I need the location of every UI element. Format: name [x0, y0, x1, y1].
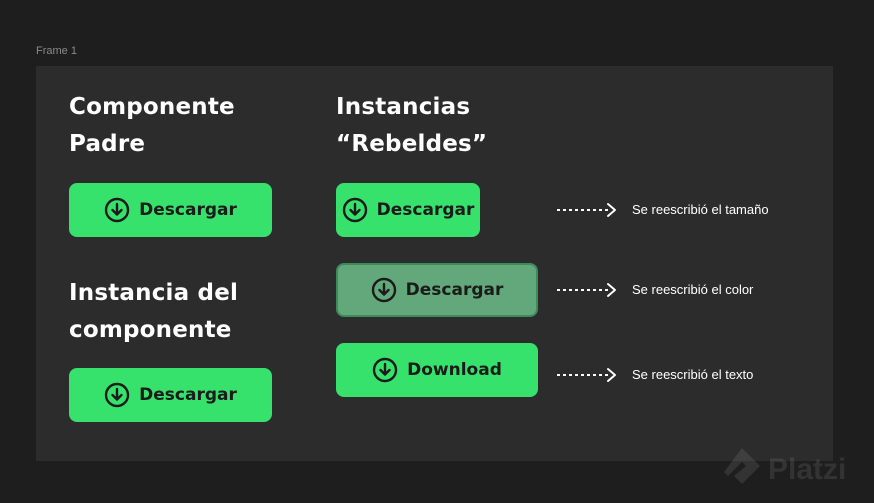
download-icon [104, 197, 130, 223]
resized-download-button[interactable]: Descargar [336, 183, 480, 237]
parent-component-heading: Componente Padre [69, 89, 235, 163]
rebel-instances-heading: Instancias “Rebeldes” [336, 89, 487, 163]
parent-download-button-label: Descargar [139, 200, 237, 220]
frame-canvas: Componente Padre Descargar Instancia del… [36, 66, 833, 461]
download-icon [342, 197, 368, 223]
download-icon [372, 357, 398, 383]
parent-download-button[interactable]: Descargar [69, 183, 272, 237]
resized-button-label: Descargar [376, 200, 475, 220]
instance-component-heading: Instancia del componente [69, 275, 238, 349]
instance-heading-line-2: componente [69, 317, 232, 343]
dashed-arrow-icon [557, 368, 616, 382]
instance-download-button-label: Descargar [139, 385, 237, 405]
dashed-arrow-icon [557, 283, 616, 297]
recolored-button-label: Descargar [405, 280, 504, 300]
relabeled-button-label: Download [407, 360, 502, 380]
platzi-logo-icon [724, 448, 760, 484]
relabeled-download-button[interactable]: Download [336, 343, 538, 397]
parent-heading-line-1: Componente [69, 94, 235, 120]
instance-heading-line-1: Instancia del [69, 280, 239, 306]
recolored-download-button[interactable]: Descargar [336, 263, 538, 317]
rebel-heading-line-1: Instancias [336, 94, 471, 120]
download-icon [371, 277, 397, 303]
size-override-note: Se reescribió el tamaño [632, 202, 769, 217]
platzi-watermark: Platzi [722, 446, 846, 494]
dashed-arrow-icon [557, 203, 616, 217]
instance-download-button[interactable]: Descargar [69, 368, 272, 422]
frame-label: Frame 1 [36, 45, 77, 57]
rebel-heading-line-2: “Rebeldes” [336, 131, 488, 157]
color-override-note: Se reescribió el color [632, 282, 754, 297]
parent-heading-line-2: Padre [69, 131, 146, 157]
platzi-wordmark: Platzi [768, 453, 847, 486]
text-override-note: Se reescribió el texto [632, 367, 754, 382]
download-icon [104, 382, 130, 408]
